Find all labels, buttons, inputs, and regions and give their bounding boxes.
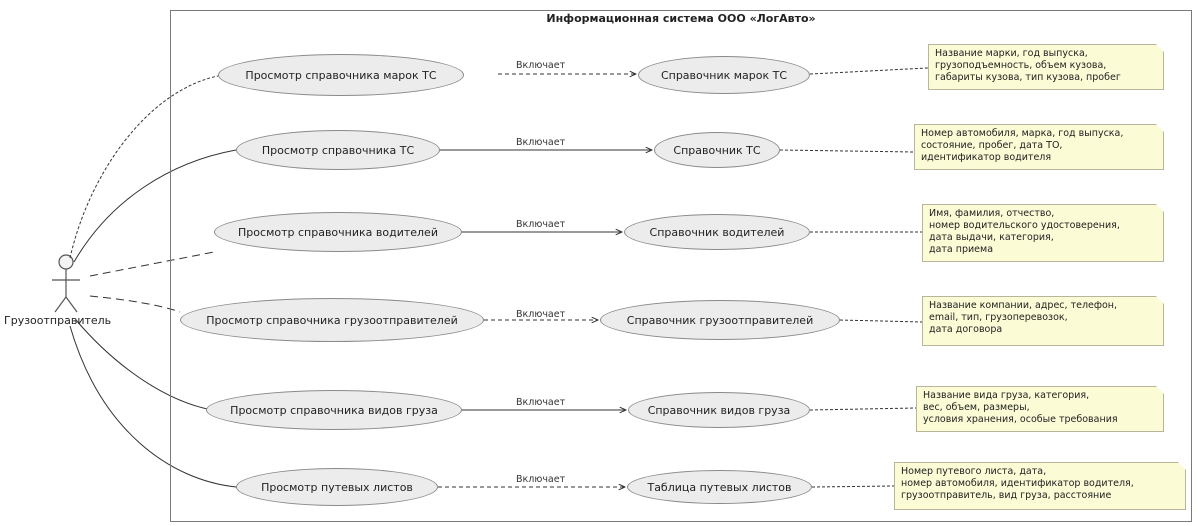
note-connectors: [779, 67, 929, 488]
assoc-3: [89, 251, 215, 277]
note-line: Название марки, год выпуска,: [935, 48, 1088, 59]
note-cargo-types: Название вида груза, категория, вес, объ…: [916, 386, 1164, 432]
assoc-5: [75, 319, 213, 411]
include-label-4: Включает: [516, 309, 566, 320]
note-connector-5: [809, 407, 917, 411]
note-line: состояние, пробег, дата ТО,: [921, 140, 1063, 151]
include-label-3: Включает: [516, 219, 566, 230]
include-label-6: Включает: [516, 474, 566, 485]
actor-associations: [69, 75, 237, 488]
usecase-waybills[interactable]: Просмотр путевых листов: [236, 468, 438, 506]
system-title: Информационная система ООО «ЛогАвто»: [546, 12, 816, 25]
usecase-drivers[interactable]: Просмотр справочника водителей: [214, 212, 462, 252]
note-line: Имя, фамилия, отчество,: [929, 208, 1055, 219]
actor-label: Грузоотправитель: [4, 314, 112, 327]
target-vehicles[interactable]: Справочник ТС: [654, 132, 780, 168]
assoc-6: [69, 325, 237, 488]
note-connector-2: [779, 149, 915, 153]
assoc-1: [69, 75, 219, 259]
note-line: Номер путевого листа, дата,: [901, 466, 1047, 477]
actor-figure: [52, 254, 80, 313]
note-car-brands: Название марки, год выпуска, грузоподъем…: [928, 44, 1164, 90]
include-arrows: [438, 74, 652, 487]
note-line: грузоотправитель, вид груза, расстояние: [901, 490, 1112, 501]
usecase-shippers[interactable]: Просмотр справочника грузоотправителей: [180, 298, 484, 342]
usecase-car-brands[interactable]: Просмотр справочника марок ТС: [218, 54, 464, 96]
include-label-1: Включает: [516, 60, 566, 71]
note-line: дата приема: [929, 244, 994, 255]
note-drivers: Имя, фамилия, отчество, номер водительск…: [922, 204, 1164, 262]
usecase-vehicles[interactable]: Просмотр справочника ТС: [236, 130, 440, 170]
target-shippers[interactable]: Справочник грузоотправителей: [600, 300, 840, 340]
usecase-cargo-types[interactable]: Просмотр справочника видов груза: [206, 390, 462, 430]
note-shippers: Название компании, адрес, телефон, email…: [922, 296, 1164, 346]
note-connector-4: [839, 319, 923, 323]
note-connector-6: [811, 485, 895, 488]
note-vehicles: Номер автомобиля, марка, год выпуска, со…: [914, 124, 1164, 170]
note-line: номер автомобиля, идентификатор водителя…: [901, 478, 1134, 489]
note-line: email, тип, грузоперевозок,: [929, 312, 1068, 323]
note-line: Номер автомобиля, марка, год выпуска,: [921, 128, 1124, 139]
target-drivers[interactable]: Справочник водителей: [624, 214, 810, 250]
note-line: дата выдачи, категория,: [929, 232, 1054, 243]
include-label-5: Включает: [516, 397, 566, 408]
target-car-brands[interactable]: Справочник марок ТС: [638, 56, 810, 94]
target-waybills[interactable]: Таблица путевых листов: [627, 470, 812, 504]
target-cargo-types[interactable]: Справочник видов груза: [628, 392, 810, 428]
include-label-2: Включает: [516, 137, 566, 148]
note-line: идентификатор водителя: [921, 152, 1052, 163]
note-line: габариты кузова, тип кузова, пробег: [935, 72, 1121, 83]
note-line: Название вида груза, категория,: [923, 390, 1090, 401]
note-line: дата договора: [929, 324, 1003, 335]
note-line: вес, объем, размеры,: [923, 402, 1030, 413]
note-line: Название компании, адрес, телефон,: [929, 300, 1118, 311]
assoc-2: [73, 149, 237, 263]
note-line: грузоподъемность, объем кузова,: [935, 60, 1107, 71]
note-line: условия хранения, особые требования: [923, 414, 1118, 425]
system-boundary: [170, 10, 1192, 522]
note-waybills: Номер путевого листа, дата, номер автомо…: [894, 462, 1186, 510]
note-line: номер водительского удостоверения,: [929, 220, 1120, 231]
assoc-4: [89, 295, 181, 313]
